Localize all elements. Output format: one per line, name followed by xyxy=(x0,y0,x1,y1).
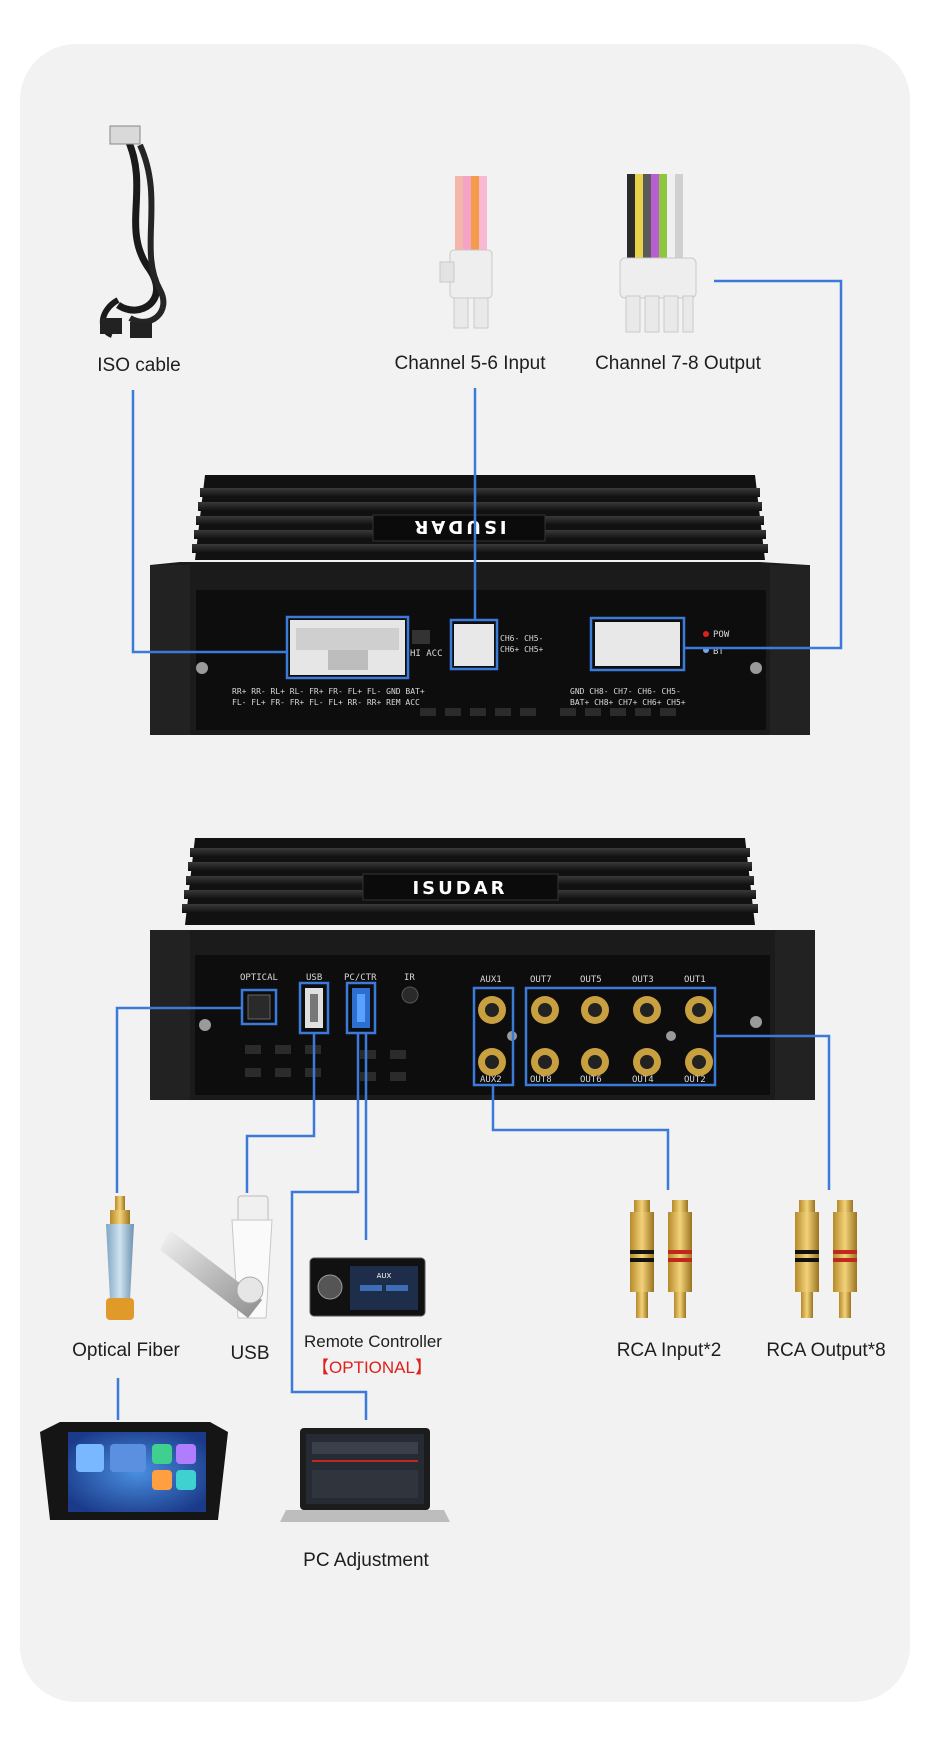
rca-input-line xyxy=(491,1085,670,1190)
channel-7-8-output-label: Channel 7-8 Output xyxy=(595,353,761,374)
pc-line xyxy=(290,1033,368,1420)
aux-jacks xyxy=(478,996,506,1076)
rca-input-plug-icon xyxy=(630,1200,692,1318)
hi-acc-label: HI ACC xyxy=(410,649,443,659)
top-brand-logo: ISUDAR xyxy=(411,516,506,537)
front-brand-logo: ISUDAR xyxy=(412,878,507,899)
out7-label: OUT7 xyxy=(530,975,552,985)
pc-adjustment-label: PC Adjustment xyxy=(303,1550,429,1571)
usb-label: USB xyxy=(230,1343,270,1364)
ch78-port-highlight xyxy=(589,616,686,672)
optical-line xyxy=(115,1006,242,1193)
optical-fiber-icon xyxy=(106,1196,134,1320)
out-pins-row2: BAT+ CH8+ CH7+ CH6+ CH5+ xyxy=(570,698,686,707)
iso-pins-row1: RR+ RR- RL+ RL- FR+ FR- FL+ FL- GND BAT+ xyxy=(232,687,425,696)
rca-input-label: RCA Input*2 xyxy=(616,1340,722,1361)
usb-port-label: USB xyxy=(306,973,322,983)
usb-drive-icon xyxy=(160,1195,273,1319)
out-labels-top: OUT7 OUT5 OUT3 OUT1 xyxy=(530,975,706,985)
channel-5-6-connector-icon xyxy=(439,176,493,329)
optical-fiber-label: Optical Fiber xyxy=(72,1340,180,1361)
rca-output-plug-icon xyxy=(795,1200,857,1318)
channel-7-8-connector-icon xyxy=(619,174,697,333)
out2-label: OUT2 xyxy=(684,1075,706,1085)
remote-controller-label: Remote Controller xyxy=(304,1332,442,1351)
iso-cable-label: ISO cable xyxy=(97,355,181,376)
pc-port-highlight xyxy=(345,981,377,1035)
ch-in-bottom-label: CH6+ CH5+ xyxy=(500,645,544,654)
ch78-line xyxy=(684,279,843,650)
aux1-label: AUX1 xyxy=(480,975,502,985)
optional-label: 【OPTIONAL】 xyxy=(312,1358,432,1377)
aux2-label: AUX2 xyxy=(480,1075,502,1085)
ch-in-top-label: CH6- CH5- xyxy=(500,634,543,643)
channel-5-6-input-label: Channel 5-6 Input xyxy=(394,353,546,374)
out-labels-bottom: OUT8 OUT6 OUT4 OUT2 xyxy=(530,1075,706,1085)
remote-controller-icon: AUX xyxy=(309,1257,426,1317)
out4-label: OUT4 xyxy=(632,1075,654,1085)
remote-screen-title: AUX xyxy=(377,1272,392,1280)
dsp-amplifier-front-view: ISUDAR OPTICAL USB PC/CTR IR AUX1 AUX2 O… xyxy=(150,838,815,1100)
iso-cable-icon xyxy=(100,125,167,338)
pow-label: POW xyxy=(713,630,730,640)
out6-label: OUT6 xyxy=(580,1075,602,1085)
out5-label: OUT5 xyxy=(580,975,602,985)
out-pins-row1: GND CH8- CH7- CH6- CH5- xyxy=(570,687,681,696)
rca-output-label: RCA Output*8 xyxy=(766,1340,886,1361)
ir-label: IR xyxy=(404,973,415,983)
car-head-unit-icon xyxy=(40,1422,228,1520)
iso-line xyxy=(131,390,287,654)
optical-port-label: OPTICAL xyxy=(240,973,278,983)
dsp-amplifier-top-view: ISUDAR HI ACC CH6- CH5- CH6+ CH5+ POW BT… xyxy=(150,475,810,735)
bt-label: BT xyxy=(713,647,724,657)
connector-lines xyxy=(115,279,843,1420)
pc-ctr-port-label: PC/CTR xyxy=(344,973,377,983)
usb-line xyxy=(245,1033,316,1193)
iso-port-highlight xyxy=(285,615,410,680)
out1-label: OUT1 xyxy=(684,975,706,985)
laptop-icon xyxy=(280,1428,450,1522)
out8-label: OUT8 xyxy=(530,1075,552,1085)
out-jacks xyxy=(531,996,713,1076)
iso-pins-row2: FL- FL+ FR- FR+ FL- FL+ RR- RR+ REM ACC xyxy=(232,698,420,707)
rca-output-line xyxy=(715,1034,831,1190)
out3-label: OUT3 xyxy=(632,975,654,985)
